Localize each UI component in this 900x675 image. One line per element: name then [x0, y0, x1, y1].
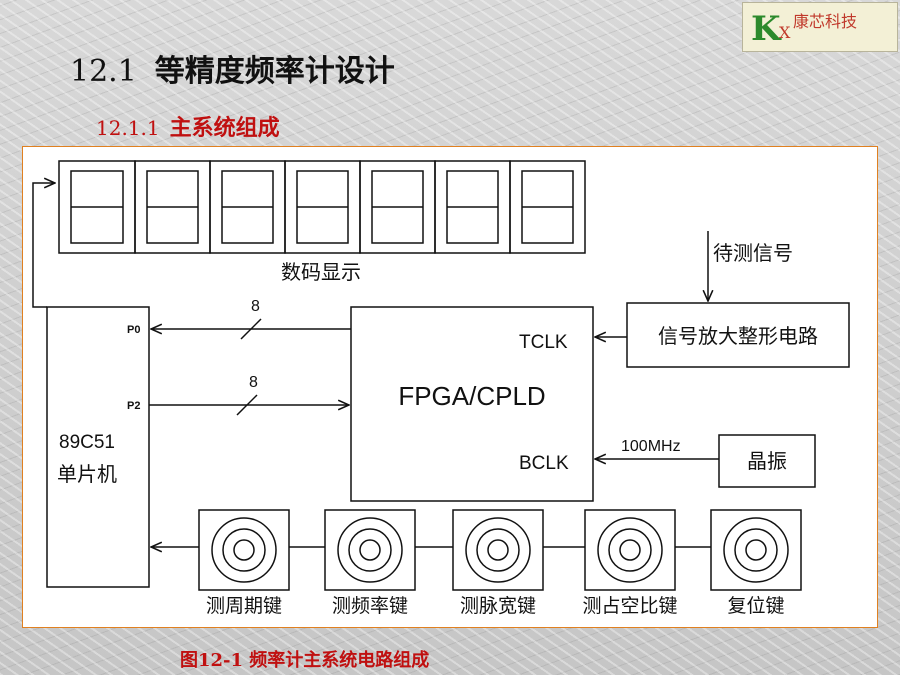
mcu-to-display-line [32, 183, 55, 308]
p2-bus-width: 8 [249, 374, 258, 391]
display-digit [58, 160, 136, 254]
display-label: 数码显示 [281, 261, 361, 284]
key-label: 测周期键 [206, 595, 282, 617]
key-label: 复位键 [727, 595, 784, 617]
slide-title: 12.1 等精度频率计设计 [70, 46, 395, 90]
slide-subtitle: 12.1.1 主系统组成 [96, 110, 280, 142]
signal-input-label: 待测信号 [713, 242, 793, 265]
display-digit [134, 160, 211, 254]
seven-segment-display [58, 160, 586, 254]
fpga-block [350, 306, 594, 502]
key-measure-duty-cycle[interactable] [584, 509, 676, 591]
brand-name: 康芯科技 [793, 12, 858, 31]
mcu-model-label: 89C51 [59, 432, 115, 453]
crystal-label: 晶振 [747, 450, 787, 473]
crystal-block [718, 434, 816, 488]
display-digit [434, 160, 511, 254]
fpga-label: FPGA/CPLD [398, 381, 545, 411]
block-diagram: 数码显示 89C51 单片机 P0 P2 FPGA/CPLD TCLK BCLK… [32, 160, 850, 617]
port-p0-label: P0 [127, 324, 140, 336]
title-number: 12.1 [70, 54, 137, 89]
title-text: 等精度频率计设计 [154, 54, 395, 89]
key-measure-period[interactable] [198, 509, 290, 591]
amplifier-label: 信号放大整形电路 [658, 325, 818, 348]
logo-letter-k: K [751, 9, 781, 49]
key-label: 测脉宽键 [460, 595, 536, 617]
p0-bus-slash [240, 318, 262, 340]
key-measure-pulse-width[interactable] [452, 509, 544, 591]
amplifier-block [626, 302, 850, 368]
subtitle-text: 主系统组成 [169, 115, 280, 141]
key-label: 测频率键 [332, 595, 408, 617]
diagram-frame: 数码显示 89C51 单片机 P0 P2 FPGA/CPLD TCLK BCLK… [22, 146, 878, 628]
brand-logo: K X 康芯科技 [742, 2, 898, 52]
port-p2-label: P2 [127, 400, 140, 412]
bclk-label: BCLK [519, 453, 569, 474]
figure-caption: 图12-1 频率计主系统电路组成 [180, 650, 430, 671]
key-label: 测占空比键 [582, 595, 677, 617]
p2-bus-slash [236, 394, 258, 416]
key-reset[interactable] [710, 509, 802, 591]
p0-bus-width: 8 [251, 298, 260, 315]
display-digit [359, 160, 436, 254]
display-digit [284, 160, 361, 254]
crystal-frequency: 100MHz [621, 438, 681, 455]
tclk-label: TCLK [519, 332, 568, 353]
logo-letter-x: X [779, 23, 791, 42]
key-measure-frequency[interactable] [324, 509, 416, 591]
display-digit [209, 160, 286, 254]
mcu-block [46, 306, 150, 588]
mcu-name-label: 单片机 [57, 463, 117, 486]
display-digit [509, 160, 586, 254]
subtitle-number: 12.1.1 [96, 116, 160, 140]
